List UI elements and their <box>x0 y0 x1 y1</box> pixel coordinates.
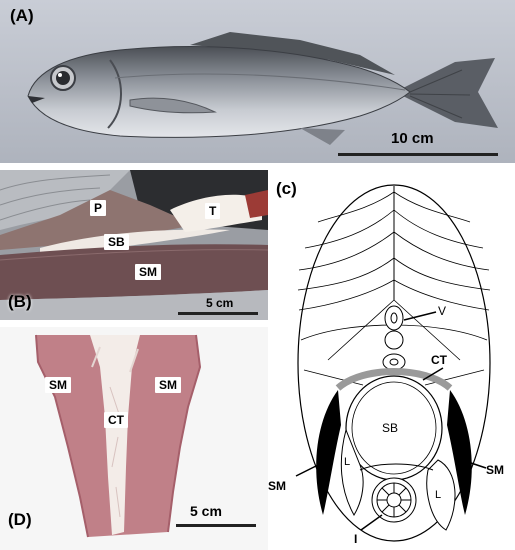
label-i: I <box>354 532 357 546</box>
liver-right <box>426 459 456 531</box>
panel-b-tag-t: T <box>205 203 221 219</box>
panel-d-tag-ct: CT <box>104 412 128 428</box>
panel-a-scale-bar <box>338 153 498 156</box>
connective-tissue-arc <box>335 368 453 391</box>
cross-section-diagram: (c) V CT SB SM SM L L I <box>268 170 515 550</box>
fish-illustration <box>0 0 515 163</box>
panel-b-tag-sb: SB <box>104 234 129 250</box>
dark-muscle-right <box>447 390 472 515</box>
label-sm-left: SM <box>268 479 286 493</box>
panel-d-tag-sm-left: SM <box>45 377 71 393</box>
panel-d-scale-bar <box>176 524 256 527</box>
vertebra-centrum <box>384 330 404 350</box>
label-v: V <box>438 304 446 318</box>
panel-d-muscle-photo: SM SM CT (D) 5 cm <box>0 327 268 550</box>
panel-b-dissection-photo: P T SB SM (B) 5 cm <box>0 170 268 320</box>
panel-a-scale-text: 10 cm <box>391 130 434 147</box>
panel-b-label: (B) <box>8 292 32 311</box>
panel-b-tag-p: P <box>90 200 107 216</box>
label-sm-right: SM <box>486 463 504 477</box>
panel-d-label: (D) <box>8 510 32 529</box>
panel-d-scale-text: 5 cm <box>190 503 222 519</box>
panel-a-fish-photo: (A) 10 cm <box>0 0 515 163</box>
label-l-right: L <box>435 489 441 501</box>
dark-muscle-left <box>316 390 341 515</box>
panel-b-scale-bar <box>178 312 258 315</box>
liver-left <box>340 428 364 516</box>
label-l-left: L <box>344 456 350 468</box>
panel-d-tag-sm-right: SM <box>155 377 181 393</box>
panel-c-schematic: (c) V CT SB SM SM L L I <box>268 170 515 550</box>
panel-b-tag-sm: SM <box>135 264 161 280</box>
panel-b-scale-text: 5 cm <box>206 296 234 310</box>
label-sb: SB <box>382 421 398 435</box>
dissection-illustration <box>0 170 268 320</box>
label-ct: CT <box>431 353 448 367</box>
panel-c-label: (c) <box>276 179 297 198</box>
muscle-section-illustration <box>0 327 268 550</box>
panel-a-label: (A) <box>10 6 34 25</box>
